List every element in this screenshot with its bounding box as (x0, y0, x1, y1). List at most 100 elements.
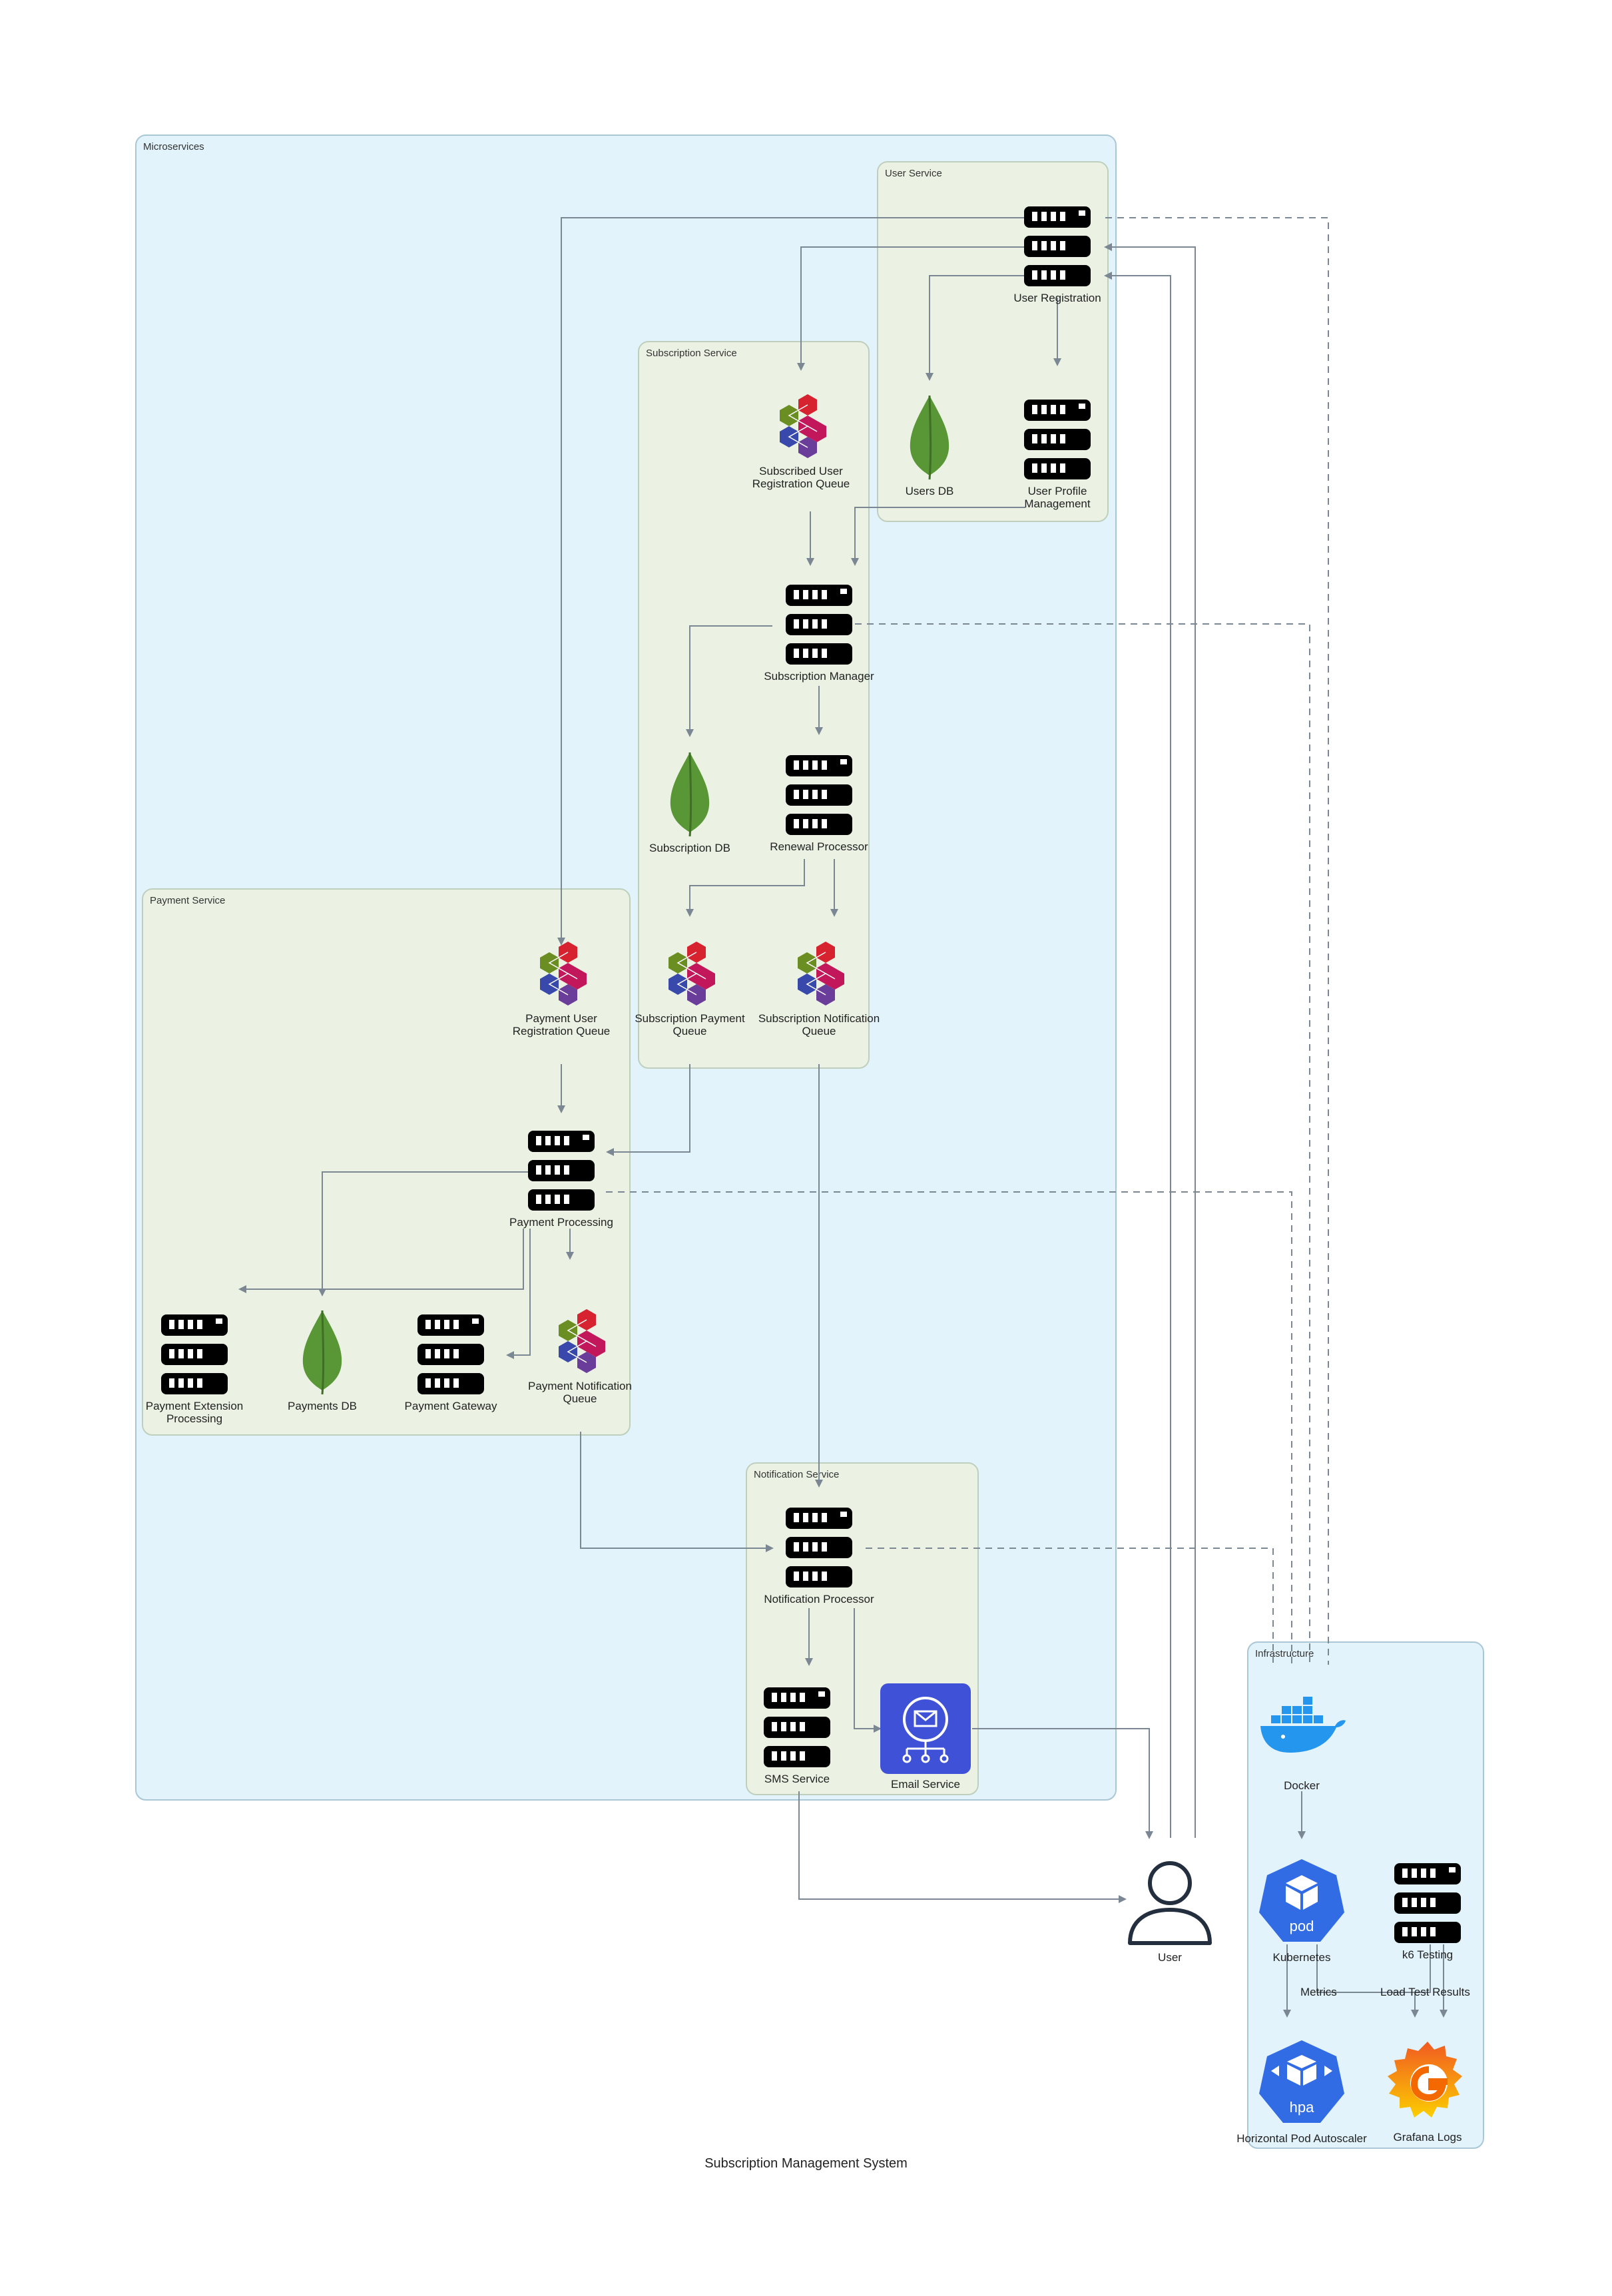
node-label: Users DB (905, 485, 954, 497)
edge-user-reg-to-users-db (926, 275, 1025, 381)
queue-icon (669, 942, 715, 1005)
server-icon (1024, 206, 1091, 286)
node-payment-processing[interactable]: Payment Processing (495, 1129, 628, 1229)
edge-sms-to-user (798, 1791, 1127, 1903)
queue-icon (798, 942, 844, 1005)
server-icon (1394, 1863, 1461, 1943)
edge-renewal-to-payment-queue (686, 859, 805, 917)
cluster-label-notification-service: Notification Service (754, 1469, 840, 1480)
node-users-db[interactable]: Users DB (863, 394, 996, 497)
node-label: Payment Processing (509, 1216, 613, 1229)
node-subscription-db[interactable]: Subscription DB (623, 751, 756, 854)
edge-profile-to-manager (851, 507, 1025, 566)
edge-sub-payment-queue-to-processing (606, 1064, 690, 1156)
node-subscription-notification-queue[interactable]: Subscription Notification Queue (752, 940, 886, 1037)
edge-k6-to-grafana-2 (1415, 1944, 1431, 1993)
docker-icon (1260, 1697, 1346, 1753)
node-label: Renewal Processor (770, 840, 868, 853)
edge-user-to-user-reg-2 (1104, 272, 1171, 1838)
node-notification-processor[interactable]: Notification Processor (752, 1506, 886, 1605)
node-label: User Profile Management (1024, 485, 1091, 510)
node-label: Grafana Logs (1393, 2131, 1462, 2144)
node-renewal-processor[interactable]: Renewal Processor (752, 754, 886, 853)
cluster-label-subscription-service: Subscription Service (646, 348, 737, 359)
edge-user-reg-to-payment-queue (557, 217, 1025, 946)
server-icon (786, 755, 852, 835)
mongodb-icon (670, 752, 710, 837)
node-label: Horizontal Pod Autoscaler (1236, 2132, 1367, 2145)
node-payment-gateway[interactable]: Payment Gateway (384, 1313, 517, 1412)
queue-icon (559, 1309, 605, 1373)
email-service-icon (880, 1683, 971, 1774)
edge-processor-to-email (854, 1608, 882, 1733)
svg-text:hpa: hpa (1290, 2099, 1314, 2116)
diagram-title: Subscription Management System (704, 2156, 908, 2171)
node-label: k6 Testing (1402, 1948, 1454, 1961)
cluster-label-payment-service: Payment Service (150, 895, 226, 906)
node-user-registration[interactable]: User Registration (991, 205, 1124, 304)
edge-processing-to-extension (238, 1229, 524, 1293)
node-subscribed-user-registration-queue[interactable]: Subscribed User Registration Queue (734, 393, 868, 490)
node-payments-db[interactable]: Payments DB (256, 1309, 389, 1412)
server-icon (417, 1314, 484, 1394)
kubernetes-hpa-icon: hpa (1259, 2040, 1344, 2123)
node-payment-notification-queue[interactable]: Payment Notification Queue (513, 1308, 647, 1405)
node-label: Payment Gateway (404, 1400, 497, 1412)
node-label: Subscription DB (649, 842, 730, 854)
node-label: Subscription Manager (764, 670, 874, 683)
edge-dashed-user-reg (1105, 217, 1329, 1665)
node-subscription-manager[interactable]: Subscription Manager (752, 583, 886, 683)
node-user-profile-management[interactable]: User Profile Management (991, 398, 1124, 510)
node-label: Notification Processor (764, 1593, 874, 1605)
node-horizontal-pod-autoscaler[interactable]: hpa Horizontal Pod Autoscaler (1235, 2038, 1368, 2145)
server-icon (764, 1687, 830, 1767)
queue-icon (780, 394, 826, 458)
server-icon (528, 1131, 595, 1211)
node-subscription-payment-queue[interactable]: Subscription Payment Queue (623, 940, 756, 1037)
node-label: Subscription Notification Queue (758, 1012, 880, 1037)
edge-label-load-test-results: Load Test Results (1380, 1986, 1470, 1998)
node-k6-testing[interactable]: k6 Testing (1361, 1862, 1494, 1961)
edge-kubernetes-to-grafana (1316, 1944, 1419, 2018)
node-payment-extension-processing[interactable]: Payment Extension Processing (128, 1313, 261, 1425)
node-label: Kubernetes (1272, 1951, 1331, 1964)
server-icon (1024, 400, 1091, 479)
node-label: User Registration (1013, 292, 1101, 304)
edge-user-reg-to-subscribed-queue (797, 246, 1025, 371)
node-label: Payment Notification Queue (528, 1380, 632, 1405)
edge-processing-to-gateway (506, 1229, 531, 1359)
node-email-service[interactable]: Email Service (859, 1683, 992, 1791)
edge-label-metrics: Metrics (1300, 1986, 1337, 1998)
node-docker[interactable]: Docker (1235, 1689, 1368, 1792)
cluster-label-user-service: User Service (885, 168, 942, 179)
node-label: Subscription Payment Queue (635, 1012, 745, 1037)
node-label: SMS Service (764, 1773, 830, 1785)
edge-processing-to-payments-db (318, 1171, 528, 1296)
node-payment-user-registration-queue[interactable]: Payment User Registration Queue (495, 940, 628, 1037)
node-label: Subscribed User Registration Queue (752, 465, 850, 490)
grafana-icon (1388, 2042, 1462, 2118)
server-icon (161, 1314, 228, 1394)
node-label: User (1158, 1951, 1182, 1964)
node-user[interactable]: User (1103, 1857, 1236, 1964)
edge-dashed-payment-processing (606, 1191, 1292, 1665)
server-icon (786, 585, 852, 665)
queue-icon (540, 942, 587, 1005)
cluster-label-microservices: Microservices (143, 141, 204, 152)
user-icon (1128, 1861, 1212, 1945)
node-label: Email Service (891, 1778, 960, 1791)
kubernetes-pod-icon: pod (1259, 1859, 1344, 1942)
edge-dashed-sub-manager (855, 623, 1310, 1665)
node-grafana-logs[interactable]: Grafana Logs (1361, 2036, 1494, 2144)
node-sms-service[interactable]: SMS Service (730, 1686, 864, 1785)
cluster-label-infrastructure: Infrastructure (1255, 1648, 1314, 1659)
server-icon (786, 1508, 852, 1587)
node-label: Payment Extension Processing (145, 1400, 244, 1425)
edge-user-to-user-reg-1 (1104, 243, 1196, 1838)
mongodb-icon (302, 1310, 342, 1395)
edge-email-to-user (972, 1728, 1153, 1839)
node-kubernetes[interactable]: pod Kubernetes (1235, 1857, 1368, 1964)
node-label: Payments DB (288, 1400, 357, 1412)
svg-text:pod: pod (1290, 1918, 1314, 1934)
